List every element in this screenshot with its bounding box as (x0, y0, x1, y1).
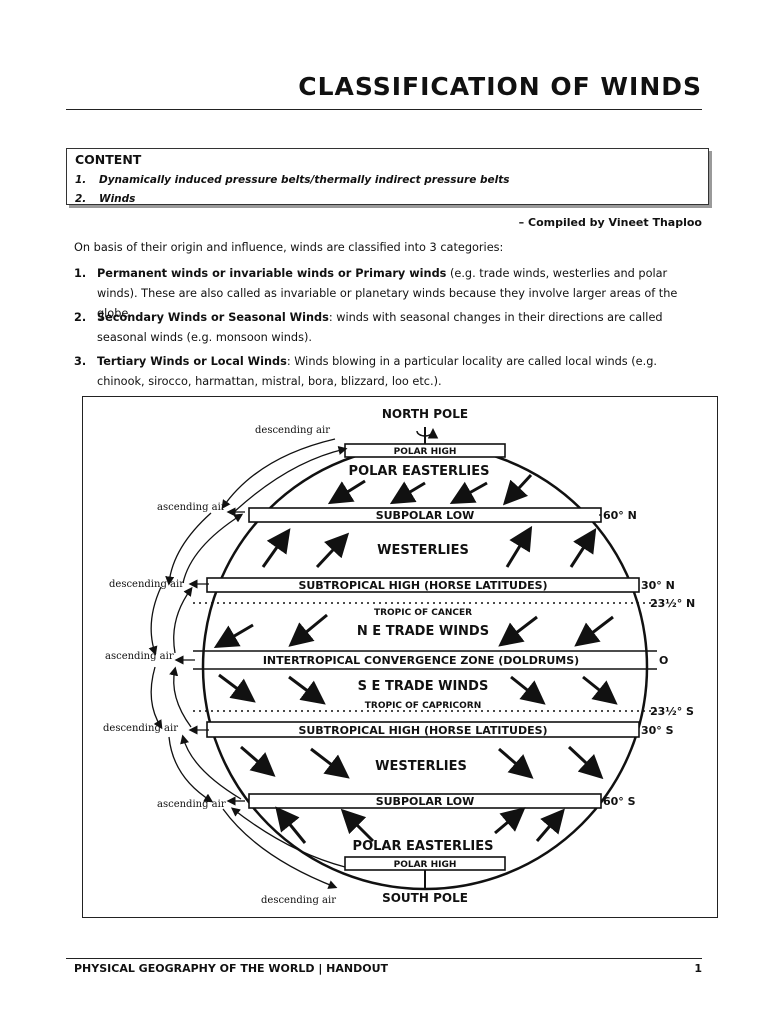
category-description: (e.g. trade winds, westerlies and polar … (97, 267, 678, 320)
category-item: 3. Tertiary Winds or Local Winds: Winds … (74, 352, 704, 392)
polar-easterlies-south-label: POLAR EASTERLIES (353, 839, 494, 854)
wind-arrows (213, 473, 618, 844)
intro-paragraph: On basis of their origin and influence, … (74, 241, 504, 254)
westerlies-north-label: WESTERLIES (377, 543, 469, 558)
category-number: 3. (74, 355, 87, 368)
wind-belts-diagram: NORTH POLE POLAR HIGH POLAR EASTERLIES S… (82, 396, 718, 918)
content-item-text: Winds (99, 193, 136, 205)
content-heading: CONTENT (75, 152, 142, 167)
content-box: CONTENT 1. Dynamically induced pressure … (66, 148, 709, 205)
title-rule (66, 109, 702, 110)
category-number: 2. (74, 311, 87, 324)
itcz-label: INTERTROPICAL CONVERGENCE ZONE (DOLDRUMS… (263, 654, 579, 667)
content-item-number: 2. (75, 193, 87, 205)
north-pole-label: NORTH POLE (382, 407, 468, 421)
category-text: Permanent winds or invariable winds or P… (97, 264, 704, 324)
polar-high-south-label: POLAR HIGH (394, 860, 457, 870)
category-name: Permanent winds or invariable winds or P… (97, 267, 447, 280)
category-text: Tertiary Winds or Local Winds: Winds blo… (97, 352, 704, 392)
se-trade-winds-label: S E TRADE WINDS (358, 679, 489, 694)
footer-rule (66, 958, 702, 959)
content-item-text: Dynamically induced pressure belts/therm… (99, 174, 510, 186)
footer-title: PHYSICAL GEOGRAPHY OF THE WORLD | HANDOU… (74, 962, 389, 975)
lat-30s-label: 30° S (641, 724, 674, 737)
air-label-ascending: ascending air (157, 799, 226, 810)
subtropical-high-north-label: SUBTROPICAL HIGH (HORSE LATITUDES) (298, 579, 547, 592)
category-item: 1. Permanent winds or invariable winds o… (74, 264, 704, 324)
page-footer: PHYSICAL GEOGRAPHY OF THE WORLD | HANDOU… (74, 962, 702, 975)
lat-30n-label: 30° N (641, 579, 675, 592)
category-item: 2. Secondary Winds or Seasonal Winds: wi… (74, 308, 704, 348)
lat-60n-label: 60° N (603, 509, 637, 522)
westerlies-south-label: WESTERLIES (375, 759, 467, 774)
air-label-descending: descending air (255, 425, 330, 436)
category-text: Secondary Winds or Seasonal Winds: winds… (97, 308, 704, 348)
air-label-descending: descending air (103, 723, 178, 734)
air-label-descending: descending air (109, 579, 184, 590)
category-description: : Winds blowing in a particular locality… (97, 355, 657, 388)
subpolar-low-south-label: SUBPOLAR LOW (376, 795, 475, 808)
category-number: 1. (74, 267, 87, 280)
lat-60s-label: 60° S (603, 795, 636, 808)
lat-23s-label: 23½° S (650, 705, 694, 718)
subpolar-low-south-band (248, 793, 602, 809)
page-title: CLASSIFICATION OF WINDS (298, 72, 702, 101)
tropic-of-cancer-label: TROPIC OF CANCER (374, 608, 472, 618)
south-pole-label: SOUTH POLE (382, 891, 468, 905)
polar-easterlies-north-label: POLAR EASTERLIES (349, 464, 490, 479)
lat-0-label: O (659, 654, 668, 667)
polar-high-north-label: POLAR HIGH (394, 447, 457, 457)
content-item: 2. Winds (75, 190, 700, 209)
subpolar-low-north-label: SUBPOLAR LOW (376, 509, 475, 522)
subtropical-high-north-band (206, 577, 640, 593)
lat-23n-label: 23½° N (650, 597, 695, 610)
air-label-descending: descending air (261, 895, 336, 906)
category-name: Secondary Winds or Seasonal Winds (97, 311, 329, 324)
subtropical-high-south-label: SUBTROPICAL HIGH (HORSE LATITUDES) (298, 724, 547, 737)
author-credit: – Compiled by Vineet Thaploo (518, 216, 702, 229)
tropic-of-capricorn-label: TROPIC OF CAPRICORN (365, 701, 482, 711)
content-item: 1. Dynamically induced pressure belts/th… (75, 171, 700, 190)
air-label-ascending: ascending air (157, 502, 226, 513)
category-description: : winds with seasonal changes in their d… (97, 311, 663, 344)
category-name: Tertiary Winds or Local Winds (97, 355, 287, 368)
rotation-arrow-icon (416, 428, 439, 439)
page-number: 1 (694, 962, 702, 975)
ne-trade-winds-label: N E TRADE WINDS (357, 624, 489, 639)
wind-belts-svg: NORTH POLE POLAR HIGH POLAR EASTERLIES S… (103, 407, 695, 906)
circulation-cells (148, 438, 348, 889)
content-item-number: 1. (75, 174, 87, 186)
air-label-ascending: ascending air (105, 651, 174, 662)
